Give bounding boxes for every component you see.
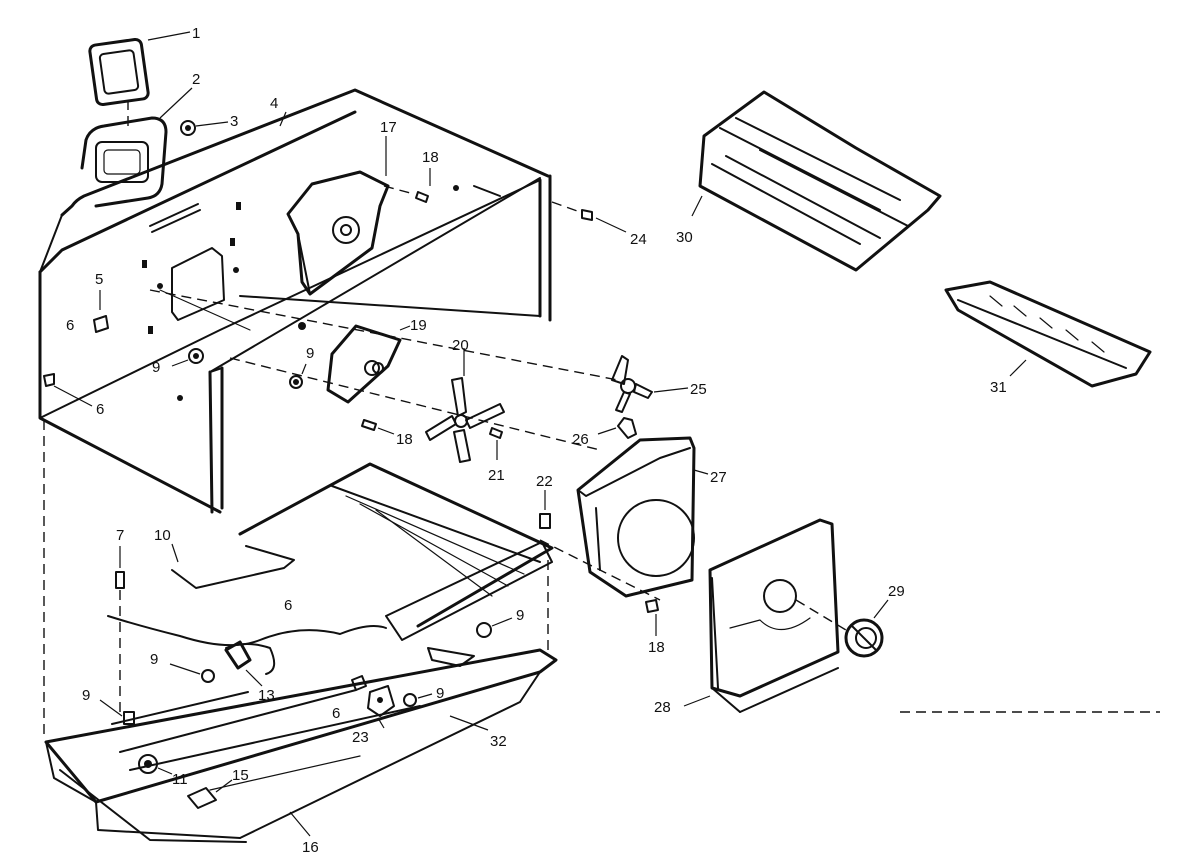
callout-25: 25 [690,381,707,398]
callout-27: 27 [710,469,727,486]
callout-3: 3 [230,113,238,130]
part-1-gasket [88,31,191,132]
callout-7: 7 [116,527,124,544]
part-29-knob [844,599,889,658]
callout-13: 13 [258,687,275,704]
part-30-wire-shelf [691,90,942,272]
callout-9e: 9 [516,607,524,624]
part-2-bracket [80,87,193,208]
callout-labels: 1 2 3 4 5 6 6 6 6 7 9 9 9 9 9 9 10 11 13… [66,25,1007,856]
part-9-nut-motor [289,363,307,389]
callout-32: 32 [490,733,507,750]
assembly-axis-lower [229,357,601,451]
callout-24: 24 [630,231,647,248]
part-4-housing [38,88,552,514]
callout-9f: 9 [436,685,444,702]
callout-30: 30 [676,229,693,246]
callout-1: 1 [192,25,200,42]
part-24-screw [551,201,627,233]
part-27-duct [576,436,709,598]
callout-2: 2 [192,71,200,88]
callout-17: 17 [380,119,397,136]
callout-28: 28 [654,699,671,716]
part-3-nut [180,120,229,136]
callout-15: 15 [232,767,249,784]
callout-9b: 9 [306,345,314,362]
part-9-nut-lower-b [99,699,135,725]
callout-26: 26 [572,431,589,448]
part-20-fan-blade [425,348,505,463]
part-11-grommet [138,754,173,775]
part-5-screw [93,290,109,333]
wire-harness [107,615,387,647]
callout-9c: 9 [150,651,158,668]
callout-9d: 9 [82,687,90,704]
part-18-screw-upper [383,168,431,203]
part-7-screw [115,546,125,589]
callout-18c: 18 [648,639,665,656]
part-6-screw-lower [351,675,367,691]
part-17-motor-bracket [286,136,390,296]
part-18-screw-duct [645,599,659,636]
callout-21: 21 [488,467,505,484]
part-26-clip [597,417,637,439]
part-32-base-pan [44,647,558,843]
callout-20: 20 [452,337,469,354]
callout-18a: 18 [422,149,439,166]
callout-31: 31 [990,379,1007,396]
part-28-cover [683,518,847,713]
callout-6b: 6 [96,401,104,418]
part-9-nut-left [171,348,204,367]
part-9-nut-pan-right [403,693,433,707]
callout-16: 16 [302,839,319,856]
callout-9a: 9 [152,359,160,376]
part-10-drip-tray [171,462,554,641]
callout-23: 23 [352,729,369,746]
part-23-bracket [367,685,395,729]
callout-6d: 6 [332,705,340,722]
part-31-ice-tray [944,280,1152,388]
callout-18b: 18 [396,431,413,448]
part-9-nut-pan [476,617,513,638]
part-19-fan-motor [326,324,411,404]
callout-10: 10 [154,527,171,544]
callout-19: 19 [410,317,427,334]
part-25-damper [611,355,689,413]
callout-5: 5 [95,271,103,288]
part-21-nut [489,427,503,460]
part-22-screw [539,490,551,529]
part-9-nut-lower-a [169,663,215,683]
callout-6a: 6 [66,317,74,334]
part-15-clip [187,779,233,809]
callout-29: 29 [888,583,905,600]
part-6-screw-left [43,373,93,407]
part-16-heater [289,811,311,837]
callout-22: 22 [536,473,553,490]
callout-11: 11 [172,771,188,788]
callout-6c: 6 [284,597,292,614]
callout-4: 4 [270,95,278,112]
part-18-screw-motor [361,419,395,435]
part-13-thermostat [224,640,263,687]
